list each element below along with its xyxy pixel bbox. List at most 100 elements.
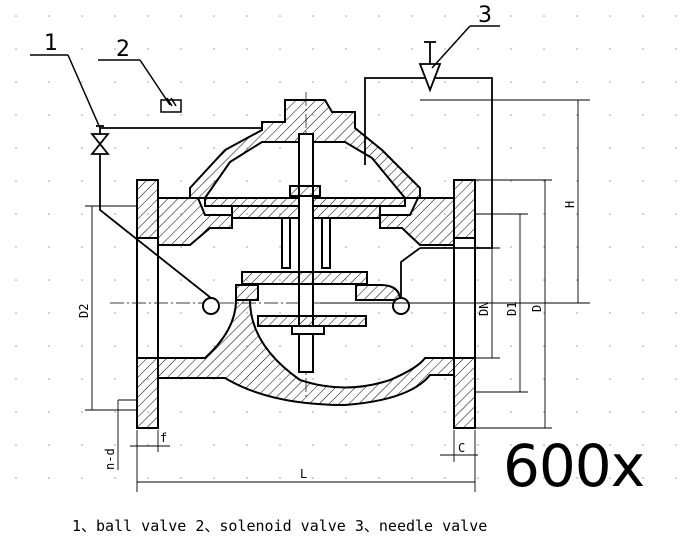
- grid-dot: [609, 81, 611, 83]
- grid-dot: [609, 114, 611, 116]
- grid-dot: [246, 444, 248, 446]
- grid-dot: [114, 279, 116, 281]
- grid-dot: [312, 48, 314, 50]
- grid-dot: [81, 114, 83, 116]
- grid-dot: [147, 444, 149, 446]
- grid-dot: [378, 114, 380, 116]
- grid-dot: [246, 15, 248, 17]
- grid-dot: [378, 279, 380, 281]
- grid-dot: [609, 246, 611, 248]
- grid-dot: [609, 312, 611, 314]
- grid-dot: [477, 444, 479, 446]
- grid-dot: [279, 312, 281, 314]
- grid-dot: [510, 15, 512, 17]
- grid-dot: [642, 81, 644, 83]
- grid-dot: [411, 411, 413, 413]
- grid-dot: [378, 180, 380, 182]
- grid-dot: [543, 345, 545, 347]
- grid-dot: [48, 312, 50, 314]
- grid-dot: [213, 147, 215, 149]
- grid-dot: [675, 279, 677, 281]
- grid-dot: [15, 477, 17, 479]
- grid-dot: [444, 48, 446, 50]
- grid-dot: [114, 246, 116, 248]
- grid-dot: [114, 114, 116, 116]
- grid-dot: [609, 15, 611, 17]
- grid-dot: [147, 81, 149, 83]
- grid-dot: [642, 180, 644, 182]
- grid-dot: [576, 279, 578, 281]
- grid-dot: [246, 81, 248, 83]
- grid-dot: [675, 15, 677, 17]
- grid-dot: [411, 477, 413, 479]
- grid-dot: [114, 444, 116, 446]
- grid-dot: [279, 114, 281, 116]
- grid-dot: [48, 180, 50, 182]
- grid-dot: [675, 180, 677, 182]
- grid-dot: [114, 147, 116, 149]
- grid-dot: [147, 312, 149, 314]
- grid-dot: [510, 180, 512, 182]
- grid-dot: [378, 246, 380, 248]
- dim-label-c: C: [458, 441, 465, 455]
- grid-dot: [642, 114, 644, 116]
- dim-label-f: f: [160, 431, 167, 445]
- grid-dot: [543, 279, 545, 281]
- grid-dot: [279, 15, 281, 17]
- grid-dot: [213, 246, 215, 248]
- grid-dot: [345, 246, 347, 248]
- grid-dot: [213, 477, 215, 479]
- grid-dot: [15, 378, 17, 380]
- dim-label-h: H: [563, 201, 577, 208]
- grid-dot: [345, 378, 347, 380]
- grid-dot: [114, 81, 116, 83]
- grid-dot: [444, 378, 446, 380]
- grid-dot: [576, 147, 578, 149]
- grid-dot: [15, 345, 17, 347]
- ball-valve-icon: [90, 125, 110, 155]
- grid-dot: [444, 81, 446, 83]
- grid-dot: [543, 147, 545, 149]
- grid-dot: [147, 48, 149, 50]
- grid-dot: [81, 378, 83, 380]
- grid-dot: [114, 312, 116, 314]
- dim-label-nd: n-d: [103, 448, 117, 470]
- grid-dot: [510, 114, 512, 116]
- grid-dot: [180, 411, 182, 413]
- grid-dot: [15, 279, 17, 281]
- grid-dot: [15, 312, 17, 314]
- grid-dot: [246, 114, 248, 116]
- grid-dot: [576, 81, 578, 83]
- grid-dot: [279, 180, 281, 182]
- grid-dot: [48, 411, 50, 413]
- grid-dot: [642, 147, 644, 149]
- grid-dot: [114, 180, 116, 182]
- grid-dot: [444, 15, 446, 17]
- grid-dot: [576, 345, 578, 347]
- grid-dot: [312, 477, 314, 479]
- grid-dot: [48, 279, 50, 281]
- grid-dot: [378, 81, 380, 83]
- grid-dot: [114, 15, 116, 17]
- grid-dot: [510, 312, 512, 314]
- grid-dot: [81, 411, 83, 413]
- grid-dot: [411, 279, 413, 281]
- grid-dot: [675, 477, 677, 479]
- grid-dot: [213, 48, 215, 50]
- grid-dot: [477, 180, 479, 182]
- grid-dot: [378, 312, 380, 314]
- grid-dot: [543, 477, 545, 479]
- grid-dot: [15, 411, 17, 413]
- grid-dot: [279, 48, 281, 50]
- body-outline: [136, 180, 476, 428]
- grid-dot: [345, 147, 347, 149]
- grid-dot: [444, 345, 446, 347]
- valve-body: [136, 179, 476, 429]
- grid-dot: [378, 477, 380, 479]
- grid-dot: [312, 444, 314, 446]
- grid-dot: [48, 81, 50, 83]
- grid-dot: [213, 279, 215, 281]
- grid-dot: [543, 180, 545, 182]
- grid-dot: [642, 477, 644, 479]
- grid-dot: [411, 147, 413, 149]
